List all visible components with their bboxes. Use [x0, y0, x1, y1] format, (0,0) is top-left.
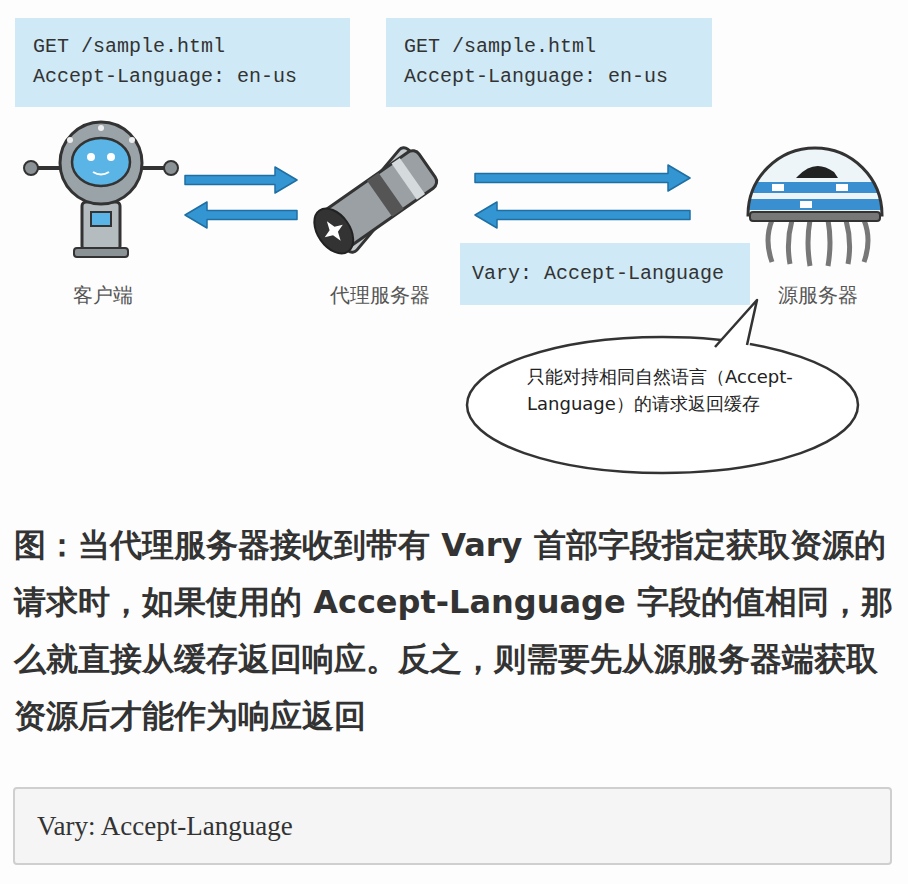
request-line: Accept-Language: en-us: [404, 62, 668, 92]
proxy-sparkle: [318, 215, 350, 247]
request-line: GET /sample.html: [33, 32, 225, 62]
bubble-ellipse: [467, 337, 858, 473]
proxy-device: [306, 145, 441, 261]
robot-mouth: [93, 172, 109, 175]
figure-caption: 图：当代理服务器接收到带有 Vary 首部字段指定获取资源的请求时，如果使用的 …: [14, 517, 894, 745]
request-box: GET /sample.htmlAccept-Language: en-us: [15, 18, 350, 107]
flow-arrow: [475, 165, 690, 191]
request-box: GET /sample.htmlAccept-Language: en-us: [386, 18, 712, 107]
server-stripe: [740, 199, 890, 210]
server-window: [772, 184, 784, 191]
robot-dot: [129, 137, 135, 143]
server-dome-outline: [748, 148, 882, 215]
robot-foot: [74, 248, 128, 257]
proxy-band: [367, 173, 404, 217]
server-leg: [828, 220, 830, 266]
node-label: 源服务器: [776, 282, 860, 308]
code-text: Vary: Accept-Language: [37, 809, 293, 843]
robot-body: [82, 202, 120, 250]
robot-dot: [98, 125, 104, 131]
code-box: Vary: Accept-Language: [13, 787, 892, 865]
flow-arrow: [185, 202, 297, 228]
bubble-tail: [715, 300, 757, 347]
robot-eye: [87, 153, 95, 161]
robot-ear-rod: [36, 166, 62, 170]
header-text: Vary: Accept-Language: [472, 260, 724, 288]
server-hat: [796, 166, 838, 178]
bubble-tail-fill: [713, 300, 757, 349]
client-robot: [24, 122, 178, 257]
robot-ear-ball: [164, 161, 178, 175]
server-leg: [864, 220, 868, 262]
server-stripe: [740, 182, 890, 193]
server-leg: [808, 220, 810, 266]
bubble-text: 只能对持相同自然语言（Accept-Language）的请求返回缓存: [527, 363, 807, 417]
server-window: [800, 201, 812, 208]
response-header-box: Vary: Accept-Language: [460, 243, 750, 305]
proxy-band: [392, 158, 425, 200]
flow-arrow: [475, 202, 690, 228]
request-line: Accept-Language: en-us: [33, 62, 297, 92]
robot-face: [72, 138, 130, 186]
proxy-cap: [306, 201, 361, 260]
server-leg: [788, 220, 792, 264]
server-window: [836, 184, 848, 191]
speech-bubble: 只能对持相同自然语言（Accept-Language）的请求返回缓存: [465, 335, 860, 475]
flow-arrow: [185, 167, 297, 193]
origin-server: [740, 148, 890, 266]
node-label: 客户端: [71, 282, 135, 308]
proxy-node: 代理服务器: [300, 120, 460, 310]
robot-panel: [91, 212, 111, 226]
client-node: 客户端: [15, 120, 190, 310]
robot-head: [60, 122, 142, 204]
server-leg: [768, 220, 772, 262]
proxy-body: [318, 148, 440, 252]
server-leg: [846, 220, 850, 264]
robot-dot: [67, 137, 73, 143]
server-rim: [750, 212, 880, 221]
robot-eye: [107, 153, 115, 161]
node-label: 代理服务器: [328, 282, 432, 308]
request-line: GET /sample.html: [404, 32, 596, 62]
robot-ear-ball: [24, 161, 38, 175]
origin-node: 源服务器: [745, 120, 890, 310]
